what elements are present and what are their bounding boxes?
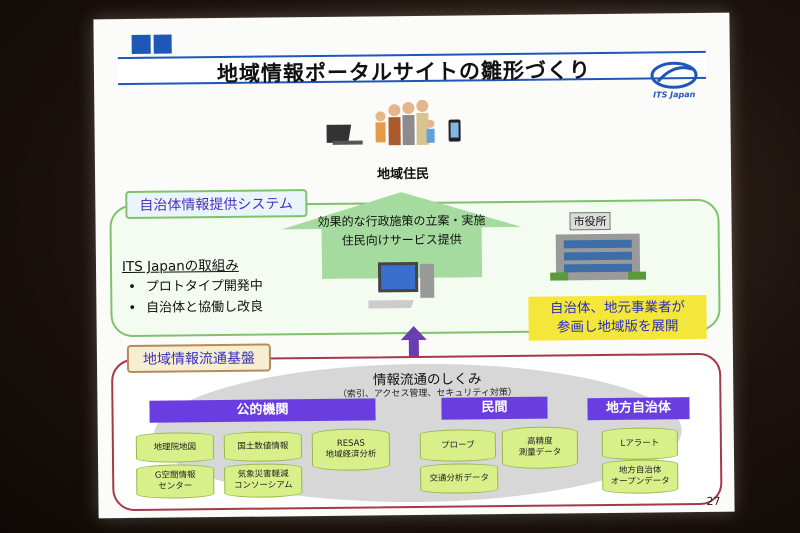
database-cylinder: 交通分析データ	[420, 463, 499, 494]
database-cylinder: プローブ	[419, 429, 497, 462]
residents-illustration	[326, 99, 461, 146]
database-cylinder: 地方自治体 オープンデータ	[602, 459, 679, 495]
arrow-text: 効果的な行政施策の立案・実施 住民向けサービス提供	[291, 211, 511, 251]
distribution-tag: 地域情報流通基盤	[126, 343, 272, 374]
its-japan-logo: ITS Japan	[644, 59, 704, 100]
database-cylinder: Lアラート	[601, 427, 679, 461]
category-public: 公的機関	[149, 398, 376, 423]
database-cylinder: 国土数値情報	[223, 431, 303, 462]
highlight-line2: 参画し地域版を展開	[556, 318, 679, 336]
arrow-text-line2: 住民向けサービス提供	[341, 232, 462, 248]
bullet-list: プロトタイプ開発中 自治体と協働し改良	[128, 276, 263, 319]
database-cylinder: 高精度 測量データ	[501, 426, 579, 470]
its-heading: ITS Japanの取組み	[121, 257, 239, 276]
database-cylinder: G空間情報 センター	[136, 464, 215, 499]
highlight-box: 自治体、地元事業者が 参画し地域版を展開	[528, 294, 707, 341]
its-logo-text: ITS Japan	[653, 90, 696, 100]
system-tag: 自治体情報提供システム	[125, 189, 308, 220]
bullet-item: プロトタイプ開発中	[128, 276, 263, 298]
slide-title: 地域情報ポータルサイトの雛形づくり	[216, 58, 592, 87]
database-cylinder: RESAS 地域経済分析	[311, 428, 391, 472]
residents-label: 地域住民	[376, 166, 430, 183]
page-number: 27	[706, 494, 721, 508]
computer-icon	[367, 261, 435, 309]
up-arrow-icon	[281, 192, 522, 279]
category-private: 民間	[441, 396, 548, 420]
arrow-text-line1: 効果的な行政施策の立案・実施	[317, 213, 486, 230]
database-cylinder: 地理院地図	[135, 432, 215, 463]
highlight-line1: 自治体、地元事業者が	[549, 299, 686, 317]
city-hall-label: 市役所	[569, 211, 611, 231]
city-hall-icon	[550, 233, 647, 281]
presentation-slide: 地域情報ポータルサイトの雛形づくり ITS Japan 地域住民 自治体情報提供…	[93, 12, 735, 519]
database-cylinder: 気象災害軽減 コンソーシアム	[224, 463, 303, 498]
bullet-item: 自治体と協働し改良	[128, 297, 263, 319]
category-local-government: 地方自治体	[587, 397, 690, 421]
